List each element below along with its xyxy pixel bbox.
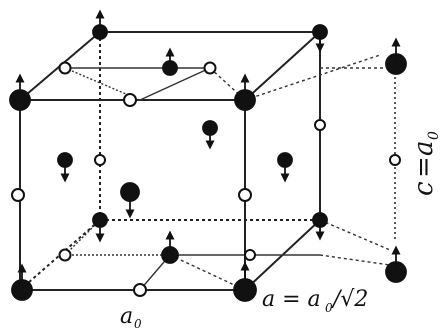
- white-atom: [58, 248, 72, 262]
- label-c-equals-a0: c = a 0: [409, 131, 441, 196]
- white-atom: [314, 119, 326, 131]
- white-atom: [11, 188, 25, 202]
- label-relation: a = a 0 /√2: [262, 287, 368, 315]
- white-atom: [244, 249, 256, 261]
- white-atom: [389, 154, 401, 166]
- white-atom: [94, 154, 106, 166]
- white-atom: [123, 93, 137, 107]
- svg-text:0: 0: [325, 301, 333, 315]
- black-atoms: [9, 9, 407, 302]
- svg-text:a: a: [120, 304, 133, 329]
- svg-text:/√2: /√2: [331, 287, 368, 312]
- label-a0: a 0: [120, 304, 142, 331]
- inner-lattice-lines: [60, 54, 391, 291]
- white-atom: [133, 283, 147, 297]
- white-atoms: [11, 61, 401, 297]
- svg-text:a: a: [409, 140, 439, 156]
- white-atom: [203, 61, 217, 75]
- svg-text:0: 0: [134, 317, 142, 329]
- svg-text:a = a: a = a: [262, 287, 321, 312]
- white-atom: [238, 188, 252, 202]
- svg-text:=: =: [409, 156, 439, 178]
- white-atom: [58, 61, 72, 75]
- svg-text:c: c: [409, 181, 439, 196]
- svg-text:0: 0: [426, 131, 441, 140]
